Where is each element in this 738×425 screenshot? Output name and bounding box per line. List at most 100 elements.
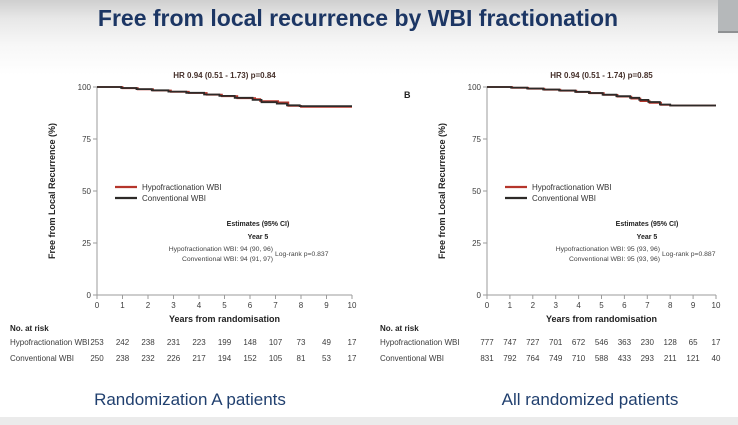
estimates-header: Estimates (95% CI) [616, 221, 679, 228]
x-tick-label: 10 [712, 301, 721, 310]
page-title: Free from local recurrence by WBI fracti… [97, 5, 619, 31]
at-risk-value: 17 [348, 354, 357, 363]
at-risk-value: 226 [167, 354, 181, 363]
at-risk-value: 831 [480, 354, 494, 363]
at-risk-value: 17 [712, 338, 721, 347]
at-risk-value: 777 [480, 338, 494, 347]
at-risk-value: 128 [664, 338, 678, 347]
y-tick-label: 25 [472, 239, 481, 248]
at-risk-value: 121 [686, 354, 700, 363]
x-tick-label: 5 [222, 301, 227, 310]
at-risk-row-label: Conventional WBI [380, 354, 444, 363]
legend-label: Conventional WBI [142, 194, 206, 203]
y-tick-label: 25 [82, 239, 91, 248]
x-tick-label: 8 [299, 301, 304, 310]
x-tick-label: 9 [324, 301, 329, 310]
at-risk-value: 764 [526, 354, 540, 363]
km-curve-hypofractionation-wbi [487, 86, 716, 107]
at-risk-value: 81 [297, 354, 306, 363]
x-tick-label: 7 [273, 301, 278, 310]
x-tick-label: 4 [197, 301, 202, 310]
x-tick-label: 2 [146, 301, 151, 310]
x-tick-label: 3 [553, 301, 558, 310]
at-risk-value: 17 [348, 338, 357, 347]
at-risk-value: 238 [141, 338, 155, 347]
logrank-annotation: Log-rank p=0.887 [662, 251, 716, 258]
km-curve-conventional-wbi [487, 86, 716, 107]
km-curve-hypofractionation-wbi [97, 86, 352, 108]
legend-label: Hypofractionation WBI [532, 183, 612, 192]
at-risk-value: 701 [549, 338, 563, 347]
y-tick-label: 50 [82, 187, 91, 196]
legend-label: Conventional WBI [532, 194, 596, 203]
at-risk-header: No. at risk [380, 324, 419, 333]
at-risk-value: 73 [297, 338, 306, 347]
logrank-annotation: Log-rank p=0.837 [275, 251, 329, 258]
x-tick-label: 1 [120, 301, 125, 310]
hr-annotation: HR 0.94 (0.51 - 1.74) p=0.85 [550, 71, 653, 80]
at-risk-value: 250 [90, 354, 104, 363]
panel-label-b: B [404, 90, 411, 100]
at-risk-value: 588 [595, 354, 609, 363]
x-tick-label: 10 [348, 301, 357, 310]
y-tick-label: 100 [468, 83, 482, 92]
y-axis-title: Free from Local Recurrence (%) [47, 123, 57, 259]
at-risk-value: 53 [322, 354, 331, 363]
y-tick-label: 100 [78, 83, 92, 92]
at-risk-value: 238 [116, 354, 130, 363]
x-tick-label: 5 [599, 301, 604, 310]
at-risk-header: No. at risk [10, 324, 49, 333]
x-tick-label: 7 [645, 301, 650, 310]
at-risk-value: 749 [549, 354, 563, 363]
estimates-row: Conventional WBI: 94 (91, 97) [182, 256, 273, 263]
x-tick-label: 9 [691, 301, 696, 310]
at-risk-value: 49 [322, 338, 331, 347]
caption-all-randomized: All randomized patients [501, 390, 679, 409]
estimates-row: Conventional WBI: 95 (93, 96) [569, 256, 660, 263]
at-risk-row-label: Conventional WBI [10, 354, 74, 363]
x-tick-label: 2 [531, 301, 536, 310]
at-risk-value: 199 [218, 338, 232, 347]
at-risk-value: 232 [141, 354, 155, 363]
at-risk-value: 242 [116, 338, 130, 347]
y-tick-label: 0 [477, 291, 482, 300]
estimates-period: Year 5 [248, 234, 269, 241]
x-axis-title: Years from randomisation [546, 314, 657, 324]
at-risk-value: 672 [572, 338, 586, 347]
y-tick-label: 75 [472, 135, 481, 144]
estimates-header: Estimates (95% CI) [227, 221, 290, 228]
x-tick-label: 8 [668, 301, 673, 310]
at-risk-row-label: Hypofractionation WBI [10, 338, 90, 347]
at-risk-value: 223 [192, 338, 206, 347]
hr-annotation: HR 0.94 (0.51 - 1.73) p=0.84 [173, 71, 276, 80]
at-risk-value: 107 [269, 338, 283, 347]
y-tick-label: 0 [87, 291, 92, 300]
estimates-row: Hypofractionation WBI: 95 (93, 96) [556, 246, 660, 253]
y-tick-label: 50 [472, 187, 481, 196]
y-tick-label: 75 [82, 135, 91, 144]
x-tick-label: 3 [171, 301, 176, 310]
at-risk-value: 433 [618, 354, 632, 363]
estimates-period: Year 5 [637, 234, 658, 241]
at-risk-value: 148 [243, 338, 257, 347]
bottom-strip [0, 417, 738, 425]
at-risk-value: 40 [712, 354, 721, 363]
at-risk-value: 727 [526, 338, 540, 347]
x-tick-label: 4 [576, 301, 581, 310]
at-risk-row-label: Hypofractionation WBI [380, 338, 460, 347]
x-tick-label: 6 [622, 301, 627, 310]
estimates-row: Hypofractionation WBI: 94 (90, 96) [169, 246, 273, 253]
x-tick-label: 6 [248, 301, 253, 310]
x-tick-label: 0 [485, 301, 490, 310]
scrollbar-thumb[interactable] [718, 0, 738, 33]
at-risk-value: 65 [689, 338, 698, 347]
x-axis-title: Years from randomisation [169, 314, 280, 324]
km-curve-conventional-wbi [97, 86, 352, 107]
x-tick-label: 0 [95, 301, 100, 310]
caption-randomization-a: Randomization A patients [94, 390, 286, 409]
at-risk-value: 217 [192, 354, 206, 363]
at-risk-value: 792 [503, 354, 517, 363]
at-risk-value: 363 [618, 338, 632, 347]
